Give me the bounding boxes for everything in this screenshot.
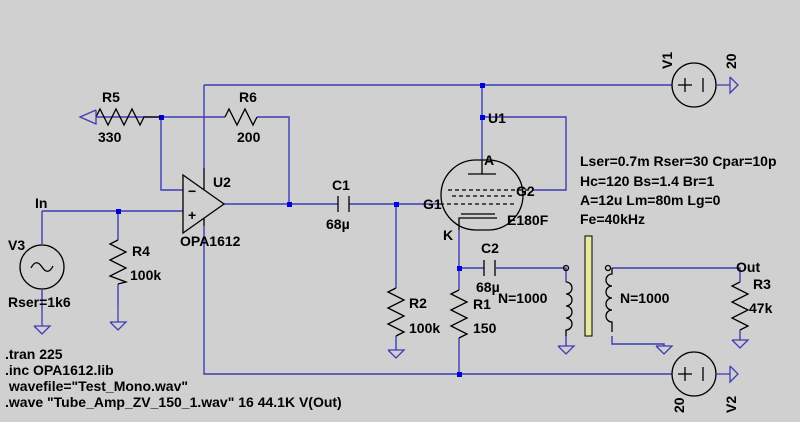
v3-param: Rser=1k6	[8, 294, 71, 310]
junction-dot	[394, 202, 399, 207]
r4-resistor[interactable]: R4 100k	[108, 239, 161, 285]
r1-name: R1	[473, 296, 491, 312]
wires	[41, 84, 741, 375]
c2-name: C2	[481, 240, 499, 256]
ground-icon	[655, 345, 674, 355]
r1-value: 150	[473, 320, 497, 336]
u2-name: U2	[213, 174, 231, 190]
c2-capacitor[interactable]: C2 68µ	[476, 240, 500, 295]
transformer-param-line: Fe=40kHz	[580, 211, 645, 227]
primary-turns: N=1000	[498, 290, 548, 306]
u2-plus-sign: +	[188, 207, 196, 223]
junction-dot	[457, 266, 462, 271]
ground-icon	[387, 349, 406, 359]
c1-value: 68µ	[326, 216, 350, 232]
cathode-pin-label: K	[443, 227, 453, 243]
u1-tube[interactable]: U1 A G2 G1 K E180F	[423, 110, 549, 243]
ground-icon	[557, 345, 576, 355]
v2-name: V2	[723, 396, 739, 413]
directive-line: .tran 225	[5, 346, 63, 362]
u2-minus-sign: −	[188, 183, 196, 199]
c1-capacitor[interactable]: C1 68µ	[326, 177, 350, 232]
u1-name: U1	[488, 110, 506, 126]
ground-icon	[731, 339, 750, 349]
secondary-turns: N=1000	[620, 290, 670, 306]
grid1-pin-label: G1	[423, 196, 442, 212]
ground-icon	[109, 321, 128, 331]
c2-value: 68µ	[476, 279, 500, 295]
directive-line: .wave "Tube_Amp_ZV_150_1.wav" 16 44.1K V…	[5, 394, 342, 410]
r2-resistor[interactable]: R2 100k	[386, 287, 440, 337]
transformer-param-line: A=12u Lm=80m Lg=0	[580, 192, 721, 208]
r5-name: R5	[102, 89, 120, 105]
junction-dot	[480, 115, 485, 120]
r6-name: R6	[239, 89, 257, 105]
v1-source[interactable]: V1 20	[659, 52, 739, 108]
r2-name: R2	[409, 295, 427, 311]
r3-value: 47k	[749, 300, 773, 316]
v2-value: 20	[671, 397, 687, 413]
grid2-pin-label: G2	[516, 183, 535, 199]
ground-icon	[33, 325, 52, 335]
spice-directives[interactable]: .tran 225 .inc OPA1612.lib wavefile="Tes…	[5, 346, 342, 410]
r6-value: 200	[237, 129, 261, 145]
v2-source[interactable]: 20 V2	[671, 351, 739, 413]
c1-name: C1	[332, 177, 350, 193]
junction-dot	[287, 202, 292, 207]
transformer-primary-winding[interactable]: N=1000	[498, 264, 573, 337]
u2-model: OPA1612	[180, 233, 241, 249]
transformer-param-line: Hc=120 Bs=1.4 Br=1	[580, 173, 714, 189]
phase-dot-icon	[604, 264, 612, 272]
u1-model: E180F	[507, 212, 549, 228]
r5-value: 330	[98, 129, 122, 145]
r5-resistor[interactable]: R5 330	[95, 89, 161, 145]
junction-dot	[116, 209, 121, 214]
r4-name: R4	[132, 243, 150, 259]
ground-icon	[729, 76, 739, 95]
junction-dot	[457, 372, 462, 377]
transformer-core	[584, 235, 593, 337]
r2-value: 100k	[409, 320, 440, 336]
v1-value: 20	[723, 53, 739, 69]
phase-dot-icon	[562, 264, 570, 272]
anode-pin-label: A	[484, 152, 494, 168]
v3-name: V3	[8, 237, 25, 253]
transformer-params: Lser=0.7m Rser=30 Cpar=10p Hc=120 Bs=1.4…	[580, 153, 777, 227]
r6-resistor[interactable]: R6 200	[224, 89, 261, 145]
ground-icon	[729, 365, 739, 384]
transformer-secondary-winding[interactable]: N=1000	[604, 264, 670, 333]
output-net-label: Out	[736, 259, 760, 275]
junction-dot	[480, 83, 485, 88]
u2-opamp[interactable]: − + U2 OPA1612	[180, 168, 241, 249]
v1-name: V1	[659, 52, 675, 69]
input-net-label: In	[35, 195, 47, 211]
r1-resistor[interactable]: R1 150	[449, 289, 497, 339]
directive-line: .inc OPA1612.lib	[5, 362, 114, 378]
junction-dot	[159, 115, 164, 120]
v3-source[interactable]: V3 Rser=1k6	[8, 237, 71, 310]
transformer-param-line: Lser=0.7m Rser=30 Cpar=10p	[580, 153, 777, 169]
r4-value: 100k	[130, 267, 161, 283]
directive-line: wavefile="Test_Mono.wav"	[5, 378, 188, 394]
r3-resistor[interactable]: R3 47k	[730, 276, 773, 331]
ground-icon	[78, 109, 97, 125]
r3-name: R3	[753, 276, 771, 292]
